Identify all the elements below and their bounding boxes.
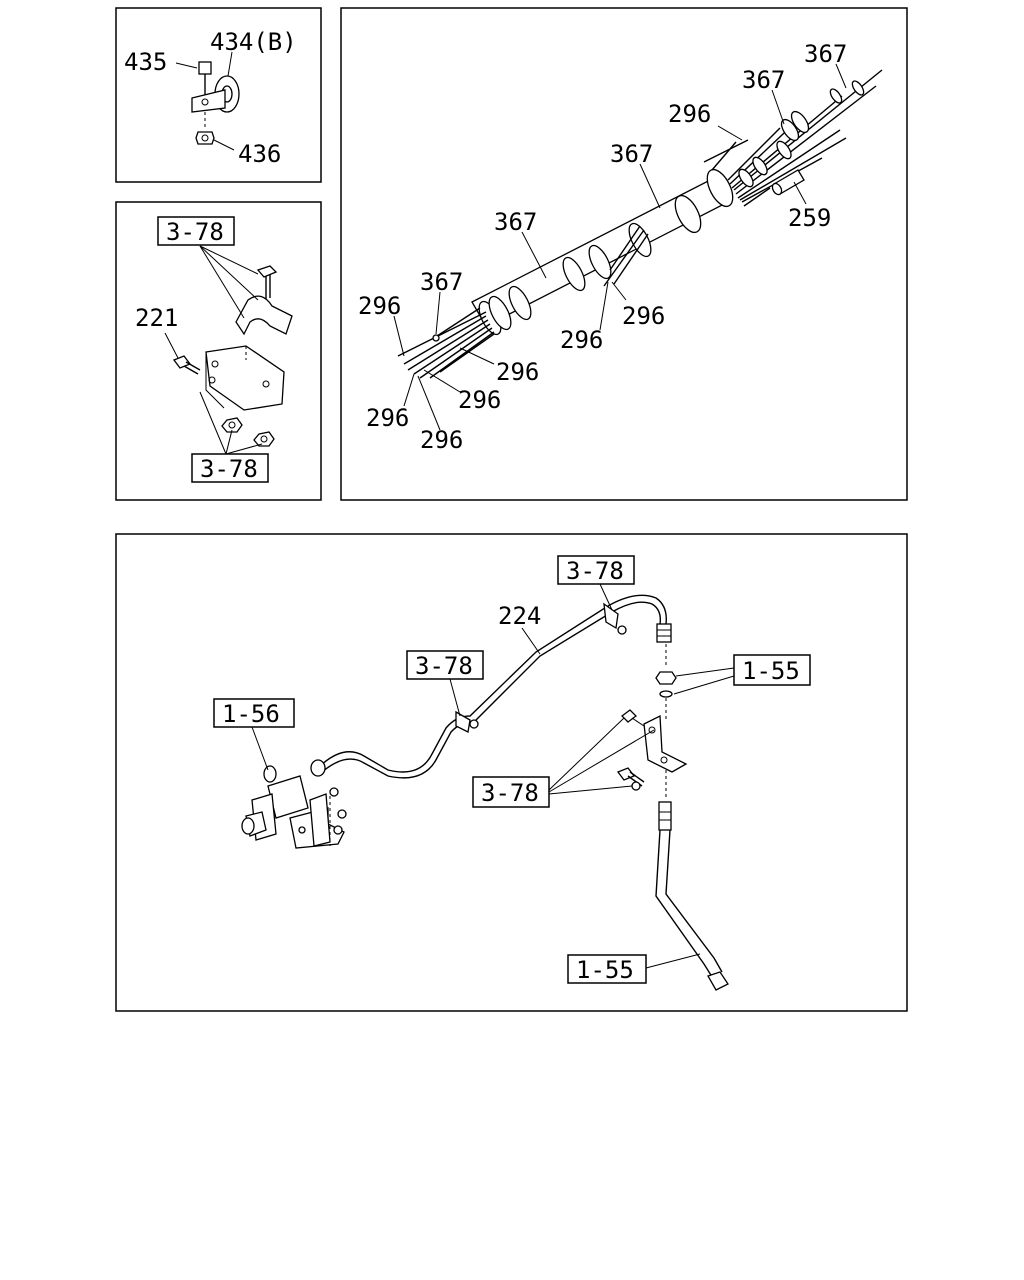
ref-box-3-78-mid [406, 650, 484, 680]
pipe-clip-upper [603, 602, 627, 635]
ref-box-3-78-top [157, 216, 235, 246]
callout-367-far-right: 367 [804, 40, 847, 68]
clamp [235, 295, 293, 336]
callout-296-fan-d: 296 [420, 426, 463, 454]
callout-296-branch-left: 296 [560, 326, 603, 354]
nut-left [221, 417, 243, 433]
bracket [205, 345, 285, 411]
callout-296-branch-right: 296 [622, 302, 665, 330]
pipe-fitting-top [656, 623, 672, 643]
valve-assembly [241, 759, 347, 849]
callout-296-fan-b: 296 [458, 386, 501, 414]
bolt-221 [172, 355, 201, 375]
callout-367-middle: 367 [610, 140, 653, 168]
ref-3-78-pipe-low: 3-78 [481, 779, 539, 807]
harness-right-wires [703, 69, 883, 207]
callout-221: 221 [135, 304, 178, 332]
bolt [256, 265, 278, 300]
ref-3-78-bottom: 3-78 [200, 455, 258, 483]
nut-right [253, 431, 275, 447]
clip-434b [191, 75, 240, 113]
harness-left-wires [397, 307, 495, 379]
ref-box-3-78-top [557, 555, 635, 585]
callout-436: 436 [238, 140, 281, 168]
panel-clip-detail: 435 434(B) 436 [115, 7, 322, 183]
grommet-259 [771, 169, 805, 196]
mounting-bracket [643, 714, 688, 800]
ref-1-55-top: 1-55 [742, 657, 800, 685]
ref-3-78-top: 3-78 [166, 218, 224, 246]
callout-296-fan-a: 296 [496, 358, 539, 386]
callout-367-right: 367 [742, 66, 785, 94]
pipe-clip-middle [455, 710, 479, 733]
ref-box-3-78-bottom [191, 453, 269, 483]
callout-224: 224 [498, 602, 541, 630]
flexible-hose [655, 801, 729, 991]
callout-367-left: 367 [420, 268, 463, 296]
ref-1-56: 1-56 [222, 700, 280, 728]
ref-3-78-pipe-top: 3-78 [566, 557, 624, 585]
callout-296-left: 296 [358, 292, 401, 320]
bolt-435 [198, 61, 212, 96]
callout-296-top: 296 [668, 100, 711, 128]
panel-harness-detail: 367 367 296 367 259 367 367 296 296 296 … [340, 7, 908, 501]
bracket-bolt-lower [616, 767, 645, 791]
ref-box-1-55-bottom [567, 954, 647, 984]
nut-436 [195, 112, 215, 145]
callout-259: 259 [788, 204, 831, 232]
bracket-bolt-upper [621, 709, 645, 727]
ref-3-78-pipe-mid: 3-78 [415, 652, 473, 680]
ref-1-55-bottom: 1-55 [576, 956, 634, 984]
callout-434b: 434(B) [210, 28, 297, 56]
callout-296-fan-c: 296 [366, 404, 409, 432]
panel-pipe-routing: 3-78 224 3-78 1-56 1-55 3-78 1-55 [115, 533, 908, 1012]
ref-box-1-55-top [733, 654, 811, 686]
harness-main-tube [471, 168, 734, 336]
callout-367-center: 367 [494, 208, 537, 236]
union-nut [655, 644, 677, 720]
ref-box-1-56 [213, 698, 295, 728]
harness-branch-wires [603, 225, 649, 287]
panel-bracket-detail: 3-78 3-78 [115, 201, 322, 501]
callout-435: 435 [124, 48, 167, 76]
